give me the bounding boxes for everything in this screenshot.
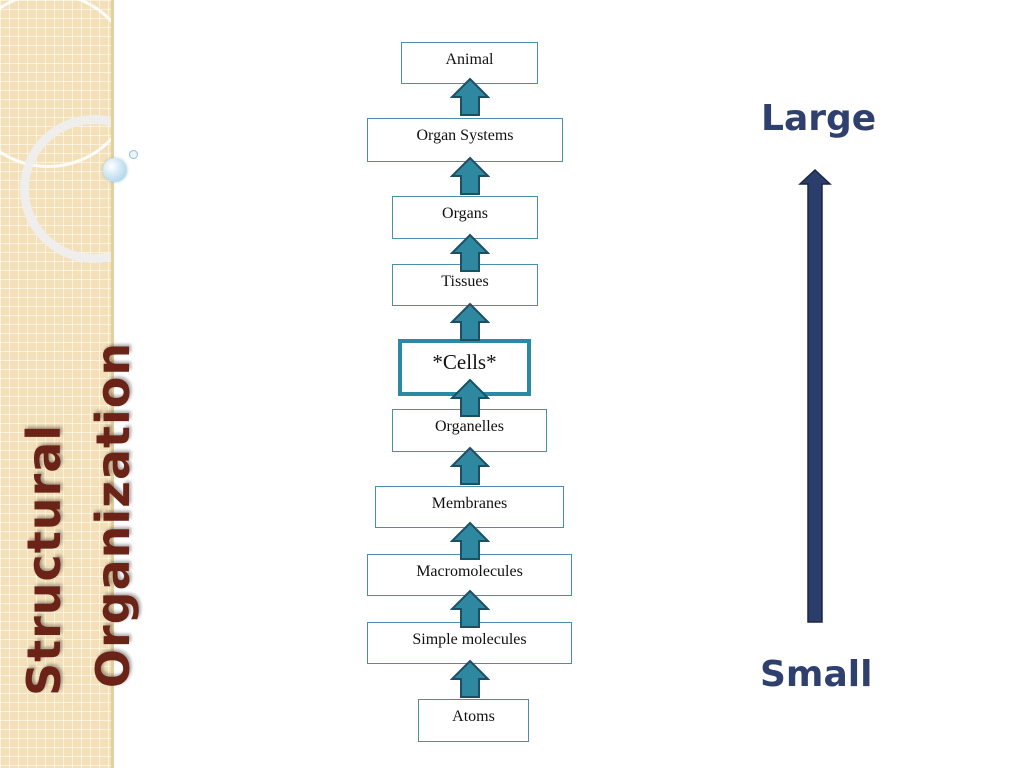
up-arrow-icon (450, 233, 490, 272)
decorative-bubble (129, 150, 138, 159)
level-box-animal: Animal (401, 42, 538, 84)
scale-label-large: Large (761, 98, 877, 139)
scale-label-small: Small (760, 654, 873, 695)
up-arrow-icon (450, 302, 490, 341)
slide-title-line-2: Organization (86, 341, 140, 689)
level-box-atoms: Atoms (418, 699, 529, 742)
level-box-organs: Organs (392, 196, 538, 239)
decorative-sidebar (0, 0, 114, 768)
up-arrow-icon (450, 659, 490, 698)
level-box-organ-systems: Organ Systems (367, 118, 563, 162)
decorative-bubble (103, 158, 127, 182)
level-box-macromolecules: Macromolecules (367, 554, 572, 596)
up-arrow-icon (450, 378, 490, 417)
up-arrow-icon (450, 77, 490, 116)
up-arrow-icon (450, 589, 490, 628)
up-arrow-icon (450, 446, 490, 485)
level-box-membranes: Membranes (375, 486, 564, 528)
up-arrow-icon (450, 521, 490, 560)
sidebar-edge (111, 0, 114, 768)
slide-title-line-1: Structural (17, 423, 71, 697)
up-arrow-icon (450, 156, 490, 195)
size-scale-arrow-icon (798, 168, 832, 623)
